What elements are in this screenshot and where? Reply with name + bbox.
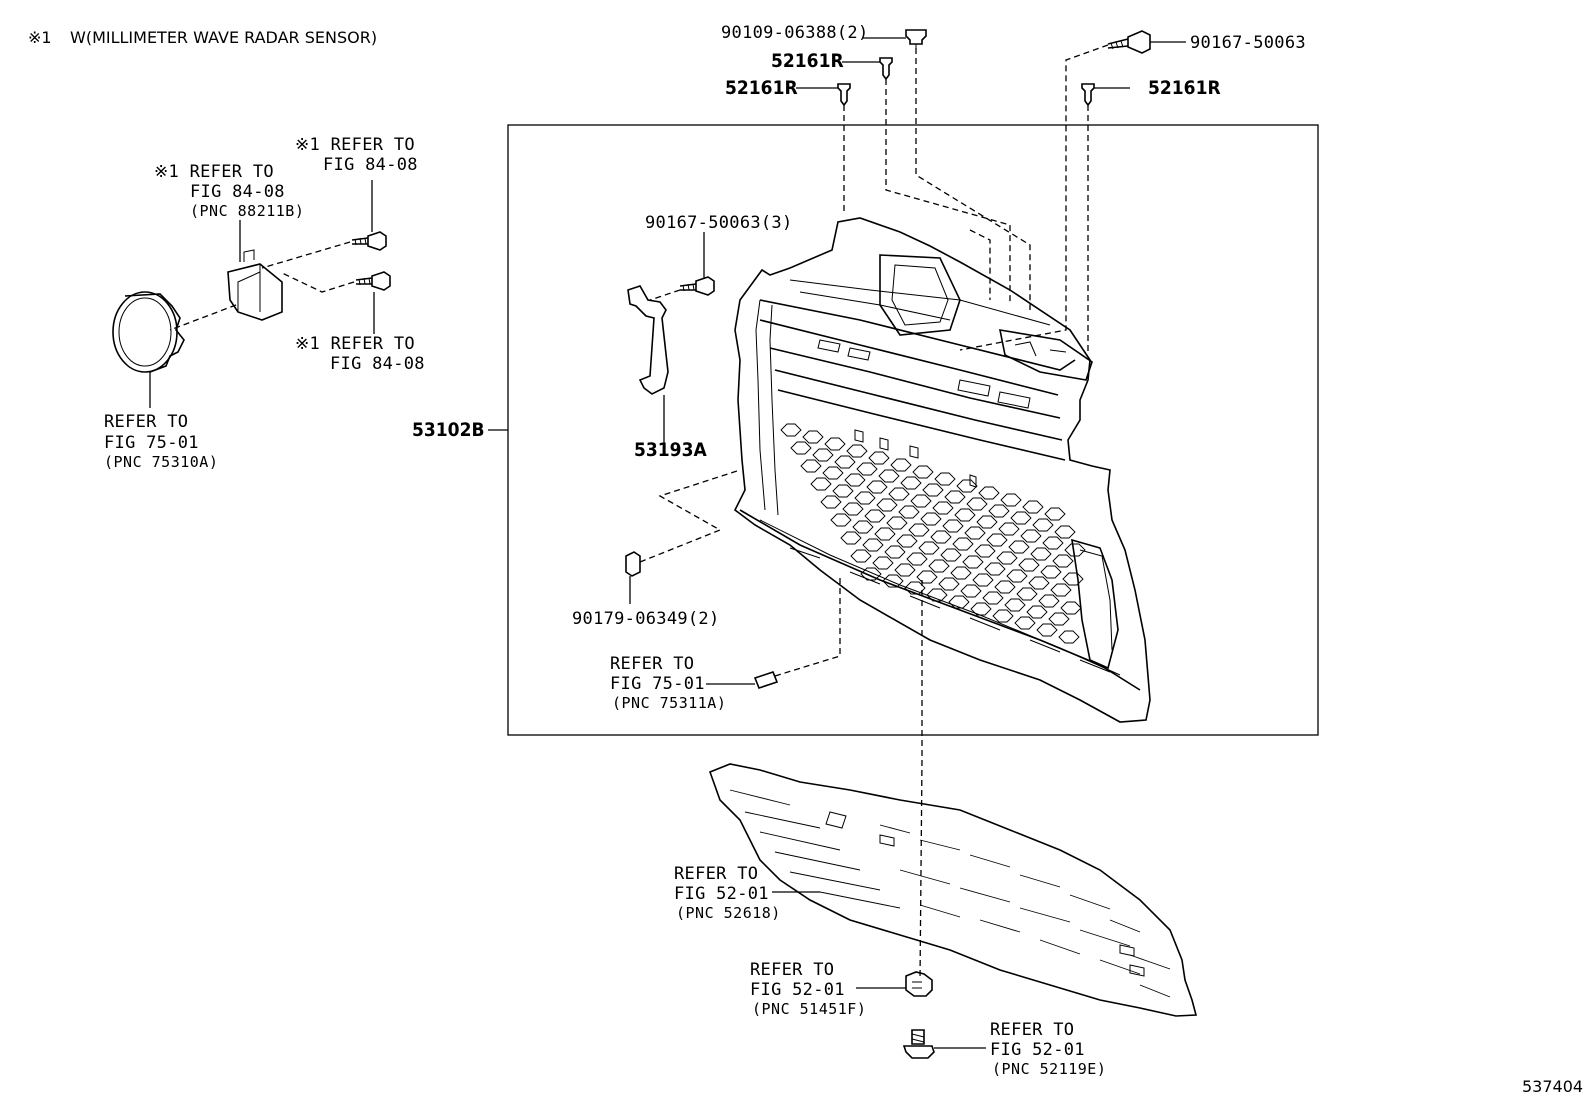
pin-52161r-left-icon bbox=[837, 83, 851, 107]
ref-callout-r7: REFER TO FIG 52-01 (PNC 51451F) bbox=[750, 960, 866, 1018]
svg-text:※1 REFER TO: ※1 REFER TO bbox=[295, 334, 415, 354]
svg-text:FIG 52-01: FIG 52-01 bbox=[990, 1040, 1085, 1060]
svg-text:REFER TO: REFER TO bbox=[990, 1020, 1074, 1040]
ref-callout-r2: ※1 REFER TO FIG 84-08 (PNC 88211B) bbox=[154, 162, 304, 220]
svg-text:(PNC 52618): (PNC 52618) bbox=[676, 904, 781, 922]
note-text: W(MILLIMETER WAVE RADAR SENSOR) bbox=[70, 28, 377, 47]
svg-text:REFER TO: REFER TO bbox=[674, 864, 758, 884]
radar-cover-icon bbox=[112, 291, 185, 373]
radar-screw-top-icon bbox=[351, 231, 387, 251]
svg-text:(PNC 75310A): (PNC 75310A) bbox=[104, 453, 218, 471]
svg-text:(PNC 75311A): (PNC 75311A) bbox=[612, 694, 726, 712]
clip-90179-icon bbox=[625, 551, 641, 577]
screw-90167-bracket-icon bbox=[679, 276, 715, 296]
clip-51451f-icon bbox=[905, 971, 933, 997]
callout-53193a: 53193A bbox=[634, 439, 707, 461]
callout-90167-50063-top: 90167-50063 bbox=[1190, 33, 1306, 53]
callout-90179-06349: 90179-06349(2) bbox=[572, 609, 720, 629]
grille-assembly bbox=[733, 217, 1151, 723]
grille-mesh bbox=[780, 423, 1086, 644]
callout-53102b: 53102B bbox=[412, 419, 485, 441]
svg-text:(PNC 52119E): (PNC 52119E) bbox=[992, 1060, 1106, 1078]
pin-52161r-top-icon bbox=[879, 57, 893, 81]
under-cover bbox=[708, 763, 1198, 1017]
header-note: ※1 W(MILLIMETER WAVE RADAR SENSOR) bbox=[28, 28, 377, 47]
pin-52161r-right-icon bbox=[1081, 83, 1095, 107]
svg-text:(PNC 88211B): (PNC 88211B) bbox=[190, 202, 304, 220]
svg-text:※1 REFER TO: ※1 REFER TO bbox=[154, 162, 274, 182]
document-number: 537404 bbox=[1522, 1077, 1583, 1096]
clip-90109-icon bbox=[905, 29, 927, 48]
label-75311a-icon bbox=[753, 671, 779, 689]
svg-text:(PNC 51451F): (PNC 51451F) bbox=[752, 1000, 866, 1018]
ref-callout-r5: REFER TO FIG 75-01 (PNC 75311A) bbox=[610, 654, 726, 712]
callout-52161r-right: 52161R bbox=[1148, 77, 1221, 99]
screw-90167-top-icon bbox=[1107, 30, 1151, 54]
ref-callout-r6: REFER TO FIG 52-01 (PNC 52618) bbox=[674, 864, 781, 922]
callout-52161r-top: 52161R bbox=[771, 50, 844, 72]
svg-text:FIG 75-01: FIG 75-01 bbox=[610, 674, 705, 694]
svg-text:REFER TO: REFER TO bbox=[610, 654, 694, 674]
svg-text:※1 REFER TO: ※1 REFER TO bbox=[295, 135, 415, 155]
svg-text:REFER TO: REFER TO bbox=[104, 412, 188, 432]
svg-text:FIG 75-01: FIG 75-01 bbox=[104, 433, 199, 453]
svg-text:FIG 84-08: FIG 84-08 bbox=[330, 354, 425, 374]
ref-callout-r1: ※1 REFER TO FIG 84-08 bbox=[295, 135, 418, 175]
ref-callout-r8: REFER TO FIG 52-01 (PNC 52119E) bbox=[990, 1020, 1106, 1078]
assembly-frame bbox=[507, 124, 1319, 736]
ref-callout-r3: ※1 REFER TO FIG 84-08 bbox=[295, 334, 425, 374]
svg-text:FIG 84-08: FIG 84-08 bbox=[190, 182, 285, 202]
ref-callout-r4: REFER TO FIG 75-01 (PNC 75310A) bbox=[104, 412, 218, 471]
radar-sensor-icon bbox=[227, 249, 283, 321]
svg-text:FIG 84-08: FIG 84-08 bbox=[323, 155, 418, 175]
callout-90109-06388: 90109-06388(2) bbox=[721, 23, 869, 43]
callout-52161r-left: 52161R bbox=[725, 77, 798, 99]
note-mark: ※1 bbox=[28, 28, 52, 47]
callout-90167-50063-3: 90167-50063(3) bbox=[645, 213, 793, 233]
svg-text:FIG 52-01: FIG 52-01 bbox=[674, 884, 769, 904]
svg-text:REFER TO: REFER TO bbox=[750, 960, 834, 980]
svg-text:FIG 52-01: FIG 52-01 bbox=[750, 980, 845, 1000]
radar-screw-bottom-icon bbox=[355, 271, 391, 291]
bracket-53193a bbox=[627, 285, 669, 395]
bolt-52119e-icon bbox=[902, 1029, 935, 1059]
